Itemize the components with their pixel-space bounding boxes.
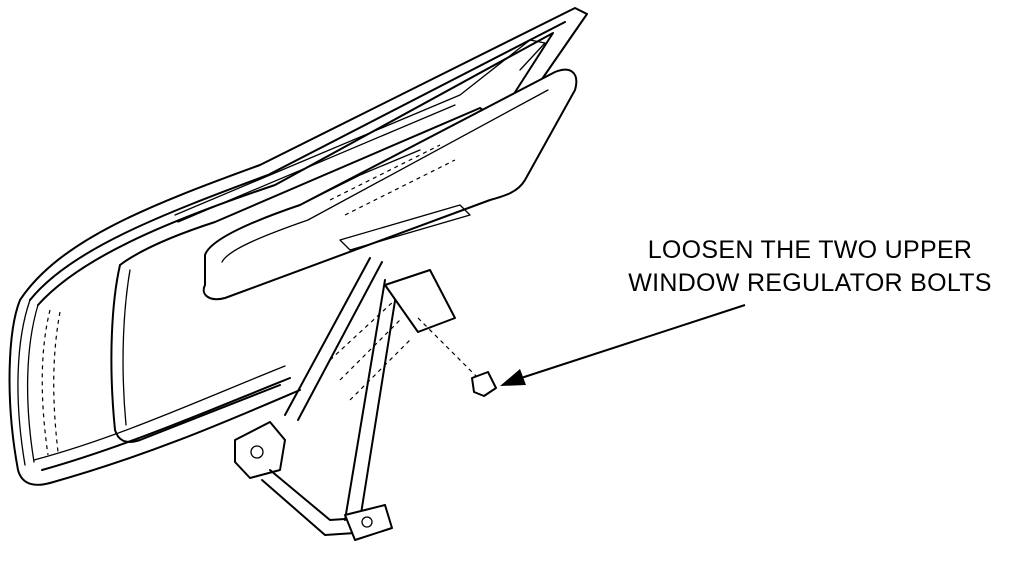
callout-arrow (500, 304, 746, 386)
callout-line-2: WINDOW REGULATOR BOLTS (628, 269, 992, 297)
door-frame (8, 7, 588, 486)
callout-label: LOOSEN THE TWO UPPER WINDOW REGULATOR BO… (600, 234, 1020, 300)
door-inner-panel (110, 39, 546, 443)
window-glass (202, 68, 578, 301)
upper-bolt (417, 317, 497, 397)
callout-line-1: LOOSEN THE TWO UPPER (647, 236, 973, 264)
window-regulator (234, 204, 471, 541)
